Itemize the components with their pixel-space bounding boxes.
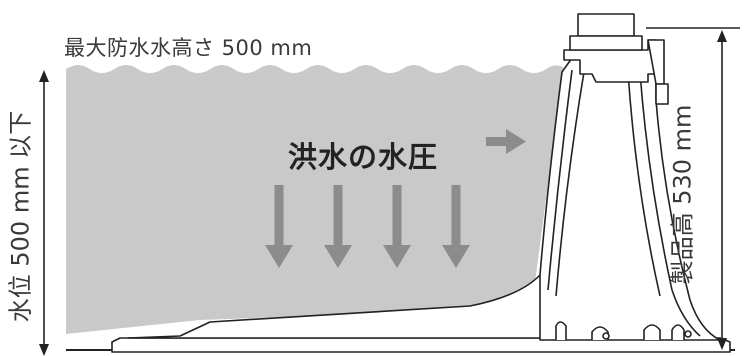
downward-pressure-arrows [265, 185, 470, 268]
water-level-label: 水位 500 mm 以下 [6, 110, 35, 323]
barrier-product [111, 13, 731, 353]
water-area [66, 64, 563, 334]
water-surface-line [65, 63, 564, 73]
down-arrow-2 [324, 185, 352, 268]
flood-pressure-label: 洪水の水圧 [288, 140, 439, 174]
product-height-label: 製品高 530 mm [668, 104, 697, 285]
pressure-arrow-right [486, 129, 526, 154]
water-level-dimension [39, 70, 49, 356]
down-arrow-3 [383, 185, 411, 268]
down-arrow-4 [442, 185, 470, 268]
down-arrow-1 [265, 185, 293, 268]
product-height-dimension [646, 27, 740, 350]
max-water-height-label: 最大防水水高さ 500 mm [64, 36, 313, 60]
